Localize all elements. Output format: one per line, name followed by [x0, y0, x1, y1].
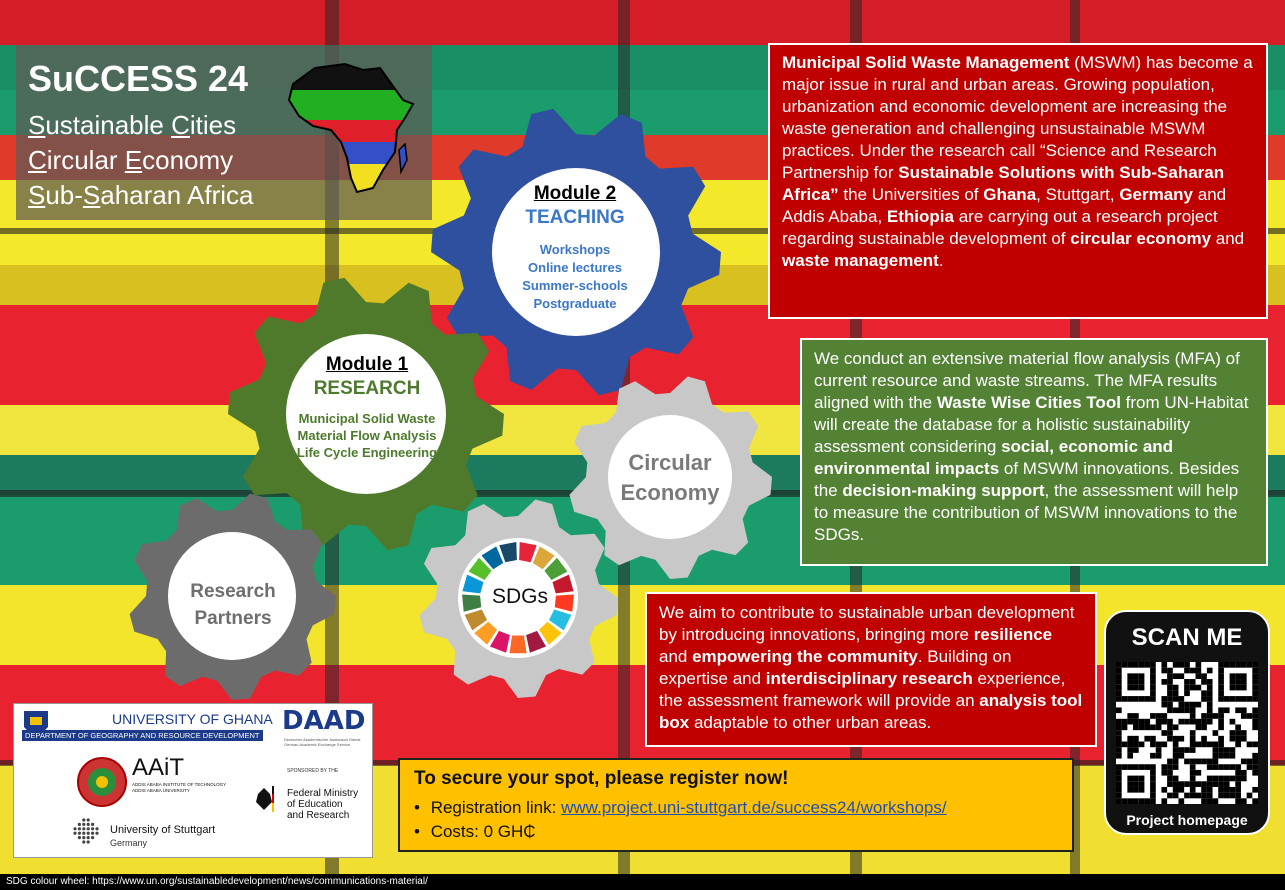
aait-seal-icon	[77, 757, 127, 807]
ug-crest-icon	[24, 711, 48, 734]
aait-logo: AAiT	[132, 754, 185, 781]
aait-subtitle: ADDIS ABABA INSTITUTE OF TECHNOLOGY ADDI…	[132, 782, 227, 793]
sponsored-text: SPONSORED BY THE	[287, 768, 339, 774]
module1-label: Module 1 RESEARCH Municipal Solid Waste …	[296, 354, 438, 460]
footer-credit: SDG colour wheel: https://www.un.org/sus…	[0, 874, 1285, 890]
register-box: To secure your spot, please register now…	[398, 758, 1074, 852]
federal-eagle-icon	[256, 786, 274, 812]
mfa-box: We conduct an extensive material flow an…	[800, 338, 1268, 566]
ug-name: UNIVERSITY OF GHANA	[112, 711, 273, 727]
qr-panel: SCAN ME Project homepage	[1104, 610, 1270, 835]
daad-subtitle: Deutscher Akademischer Austausch Dienst …	[284, 737, 361, 747]
daad-logo: DAAD	[282, 706, 366, 736]
partner-logos: UNIVERSITY OF GHANA DEPARTMENT OF GEOGRA…	[13, 703, 373, 858]
registration-link[interactable]: www.project.uni-stuttgart.de/success24/w…	[561, 798, 947, 817]
bmbf-name: Federal Ministry of Education and Resear…	[287, 788, 359, 821]
ug-dept: DEPARTMENT OF GEOGRAPHY AND RESOURCE DEV…	[22, 730, 263, 741]
mswm-intro-box: Municipal Solid Waste Management (MSWM) …	[768, 43, 1268, 319]
module2-label: Module 2 TEACHING Workshops Online lectu…	[522, 183, 628, 311]
africa-map-icon	[287, 62, 415, 194]
research-partners-label: Research Partners	[190, 581, 276, 629]
scan-me-title: SCAN ME	[1131, 624, 1243, 651]
page-title: SuCCESS 24	[28, 58, 249, 99]
registration-link-row: • Registration link: www.project.uni-stu…	[414, 798, 947, 817]
qr-caption: Project homepage	[1126, 812, 1248, 828]
aim-box: We aim to contribute to sustainable urba…	[645, 592, 1097, 747]
qr-code-icon[interactable]	[1116, 662, 1258, 804]
subtitle-line-1: Sustainable Cities	[28, 110, 237, 140]
register-headline: To secure your spot, please register now…	[414, 768, 789, 789]
stuttgart-name: University of Stuttgart	[110, 824, 216, 836]
sdgs-label: SDGs	[491, 585, 548, 608]
stuttgart-country: Germany	[110, 838, 148, 848]
circular-economy-label: Circular Economy	[620, 450, 720, 505]
subtitle-line-2: Circular Economy	[28, 145, 234, 175]
stuttgart-dots-icon	[73, 818, 99, 844]
subtitle-line-3: Sub-Saharan Africa	[28, 180, 254, 210]
costs-row: • Costs: 0 GH₵	[414, 822, 536, 841]
